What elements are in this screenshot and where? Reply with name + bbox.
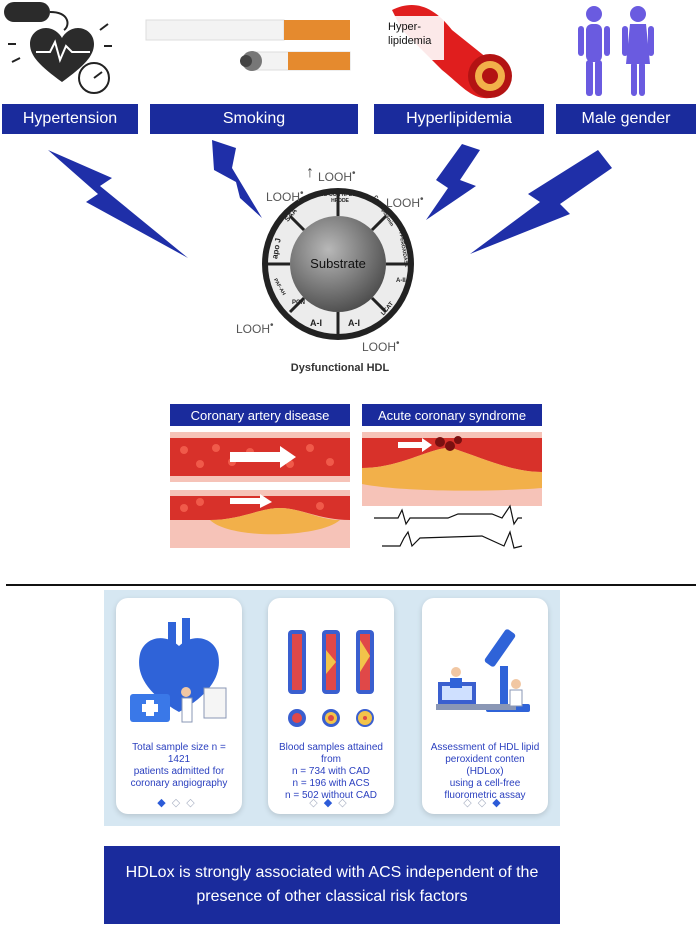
panel-title-cad: Coronary artery disease <box>170 404 350 426</box>
risk-label-male-gender: Male gender <box>556 104 696 134</box>
carousel-dot-icon: ◇ <box>338 797 353 809</box>
study-card-text: Assessment of HDL lipid peroxident conte… <box>430 742 540 801</box>
study-card-assay: Assessment of HDL lipid peroxident conte… <box>422 598 548 814</box>
cigarette-icon <box>145 19 351 71</box>
hdl-caption: Dysfunctional HDL <box>290 362 390 374</box>
lightning-bolt-hyperlipidemia <box>426 144 480 220</box>
hdl-ring-label: CE-OOH HPETE, HPODE <box>320 192 360 204</box>
looh-label: LOOH• <box>362 338 400 354</box>
carousel-dot-active-icon: ◆ <box>157 797 172 809</box>
carousel-dot-icon: ◇ <box>171 797 187 809</box>
lightning-bolt-male-gender <box>470 150 612 254</box>
looh-label: LOOH• <box>386 194 424 210</box>
risk-label-smoking: Smoking <box>150 104 358 134</box>
hdl-ring-label: PON <box>292 300 306 306</box>
risk-label-hyperlipidemia: Hyperlipidemia <box>374 104 544 134</box>
carousel-dots: ◇◇◆ <box>422 796 548 809</box>
lightning-bolts <box>48 140 612 258</box>
section-divider <box>6 584 696 586</box>
study-card-text: Blood samples attained from n = 734 with… <box>279 742 383 801</box>
artery-illustration-acs <box>362 432 542 549</box>
carousel-dot-icon: ◇ <box>186 797 201 809</box>
blood-pressure-heart-icon <box>4 2 112 94</box>
carousel-dot-active-icon: ◆ <box>492 797 507 809</box>
study-card-blood-samples: Blood samples attained from n = 734 with… <box>268 598 394 814</box>
hdl-substrate-label: Substrate <box>310 256 366 271</box>
hdl-ring-label: A-II <box>396 278 406 284</box>
lightning-bolt-hypertension <box>48 150 188 258</box>
blood-vessels-icon <box>288 630 374 727</box>
looh-label: LOOH• <box>318 168 356 184</box>
study-card-text: Total sample size n = 1421 patients admi… <box>130 742 228 789</box>
panel-title-acs: Acute coronary syndrome <box>362 404 542 426</box>
arrow-up-icon: ↑ <box>306 164 314 181</box>
hyperlipidemia-inset-label: Hyper- lipidemia <box>388 21 432 47</box>
artery-plaque-icon <box>386 4 512 99</box>
study-card-sample-size: Total sample size n = 1421 patients admi… <box>116 598 242 814</box>
conclusion-box: HDLox is strongly associated with ACS in… <box>104 846 560 924</box>
carousel-dot-active-icon: ◆ <box>323 797 339 809</box>
carousel-dot-icon: ◇ <box>463 797 478 809</box>
hdl-ring-label: A-I <box>348 318 360 328</box>
carousel-dot-icon: ◇ <box>477 797 493 809</box>
hdl-ring-label: A-I <box>310 318 322 328</box>
carousel-dots: ◇◆◇ <box>268 796 394 809</box>
human-figures-icon <box>578 6 654 96</box>
heart-medical-icon <box>130 618 227 723</box>
microscope-lab-icon <box>436 629 530 712</box>
lightning-bolt-smoking <box>212 140 262 218</box>
risk-label-hypertension: Hypertension <box>2 104 138 134</box>
looh-label: LOOH• <box>266 188 304 204</box>
artery-illustration-cad <box>170 432 350 548</box>
carousel-dots: ◆◇◇ <box>116 796 242 809</box>
hdl-particle-diagram <box>262 188 414 340</box>
looh-label: LOOH• <box>236 320 274 336</box>
carousel-dot-icon: ◇ <box>309 797 324 809</box>
